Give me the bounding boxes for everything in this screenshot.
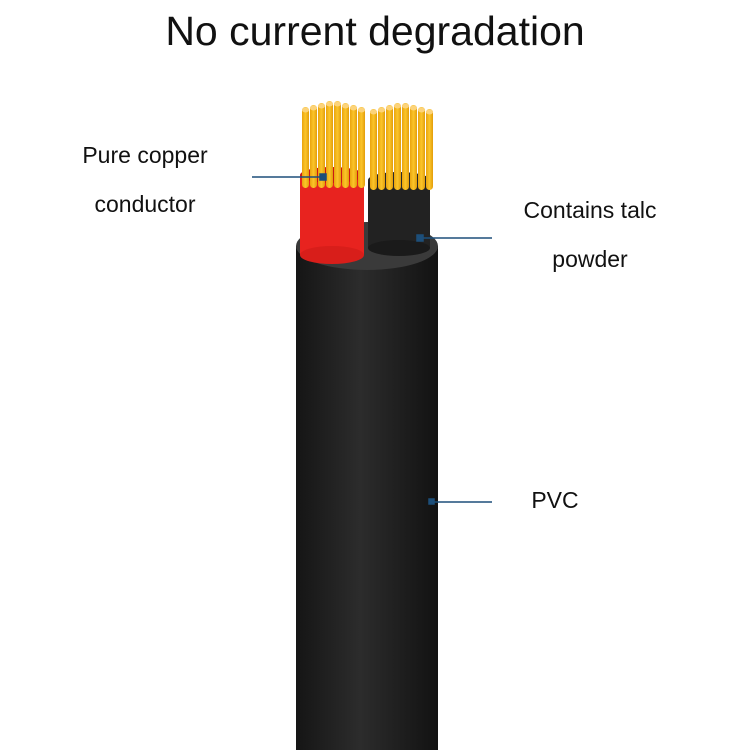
strand-end — [402, 103, 409, 109]
strand-end — [334, 101, 341, 107]
copper-strand — [410, 105, 417, 190]
copper-strand — [426, 109, 433, 190]
conductor-label-line2: conductor — [94, 191, 196, 217]
copper-strand — [342, 103, 349, 188]
strand-end — [350, 105, 357, 111]
talc-label: Contains talc powder — [490, 186, 690, 284]
copper-strand — [334, 101, 341, 188]
copper-strand — [378, 107, 385, 190]
talc-label-line1: Contains talc — [523, 197, 657, 223]
strand-end — [370, 109, 377, 115]
copper-strand — [370, 109, 377, 190]
copper-strand — [402, 103, 409, 190]
strand-end — [378, 107, 385, 113]
talc-label-line2: powder — [552, 246, 628, 272]
copper-strand — [386, 105, 393, 190]
copper-strand — [350, 105, 357, 188]
strand-end — [410, 105, 417, 111]
strand-end — [342, 103, 349, 109]
copper-strands — [302, 101, 433, 190]
strand-end — [386, 105, 393, 111]
page-title: No current degradation — [165, 8, 585, 54]
pvc-label: PVC — [531, 487, 579, 513]
leader-lines — [252, 173, 492, 505]
conductor-label-line1: Pure copper — [82, 142, 208, 168]
copper-strand — [310, 105, 317, 188]
strand-end — [302, 107, 309, 113]
copper-strand — [318, 103, 325, 188]
conductor-label: Pure copper conductor — [40, 131, 250, 229]
strand-end — [310, 105, 317, 111]
copper-strand — [358, 107, 365, 188]
strand-end — [326, 101, 333, 107]
copper-strand — [326, 101, 333, 188]
copper-strand — [418, 107, 425, 190]
copper-strand — [302, 107, 309, 188]
strand-end — [394, 103, 401, 109]
strand-end — [426, 109, 433, 115]
pvc-sheath — [296, 222, 438, 750]
strand-end — [418, 107, 425, 113]
strand-end — [358, 107, 365, 113]
strand-end — [318, 103, 325, 109]
copper-strand — [394, 103, 401, 190]
